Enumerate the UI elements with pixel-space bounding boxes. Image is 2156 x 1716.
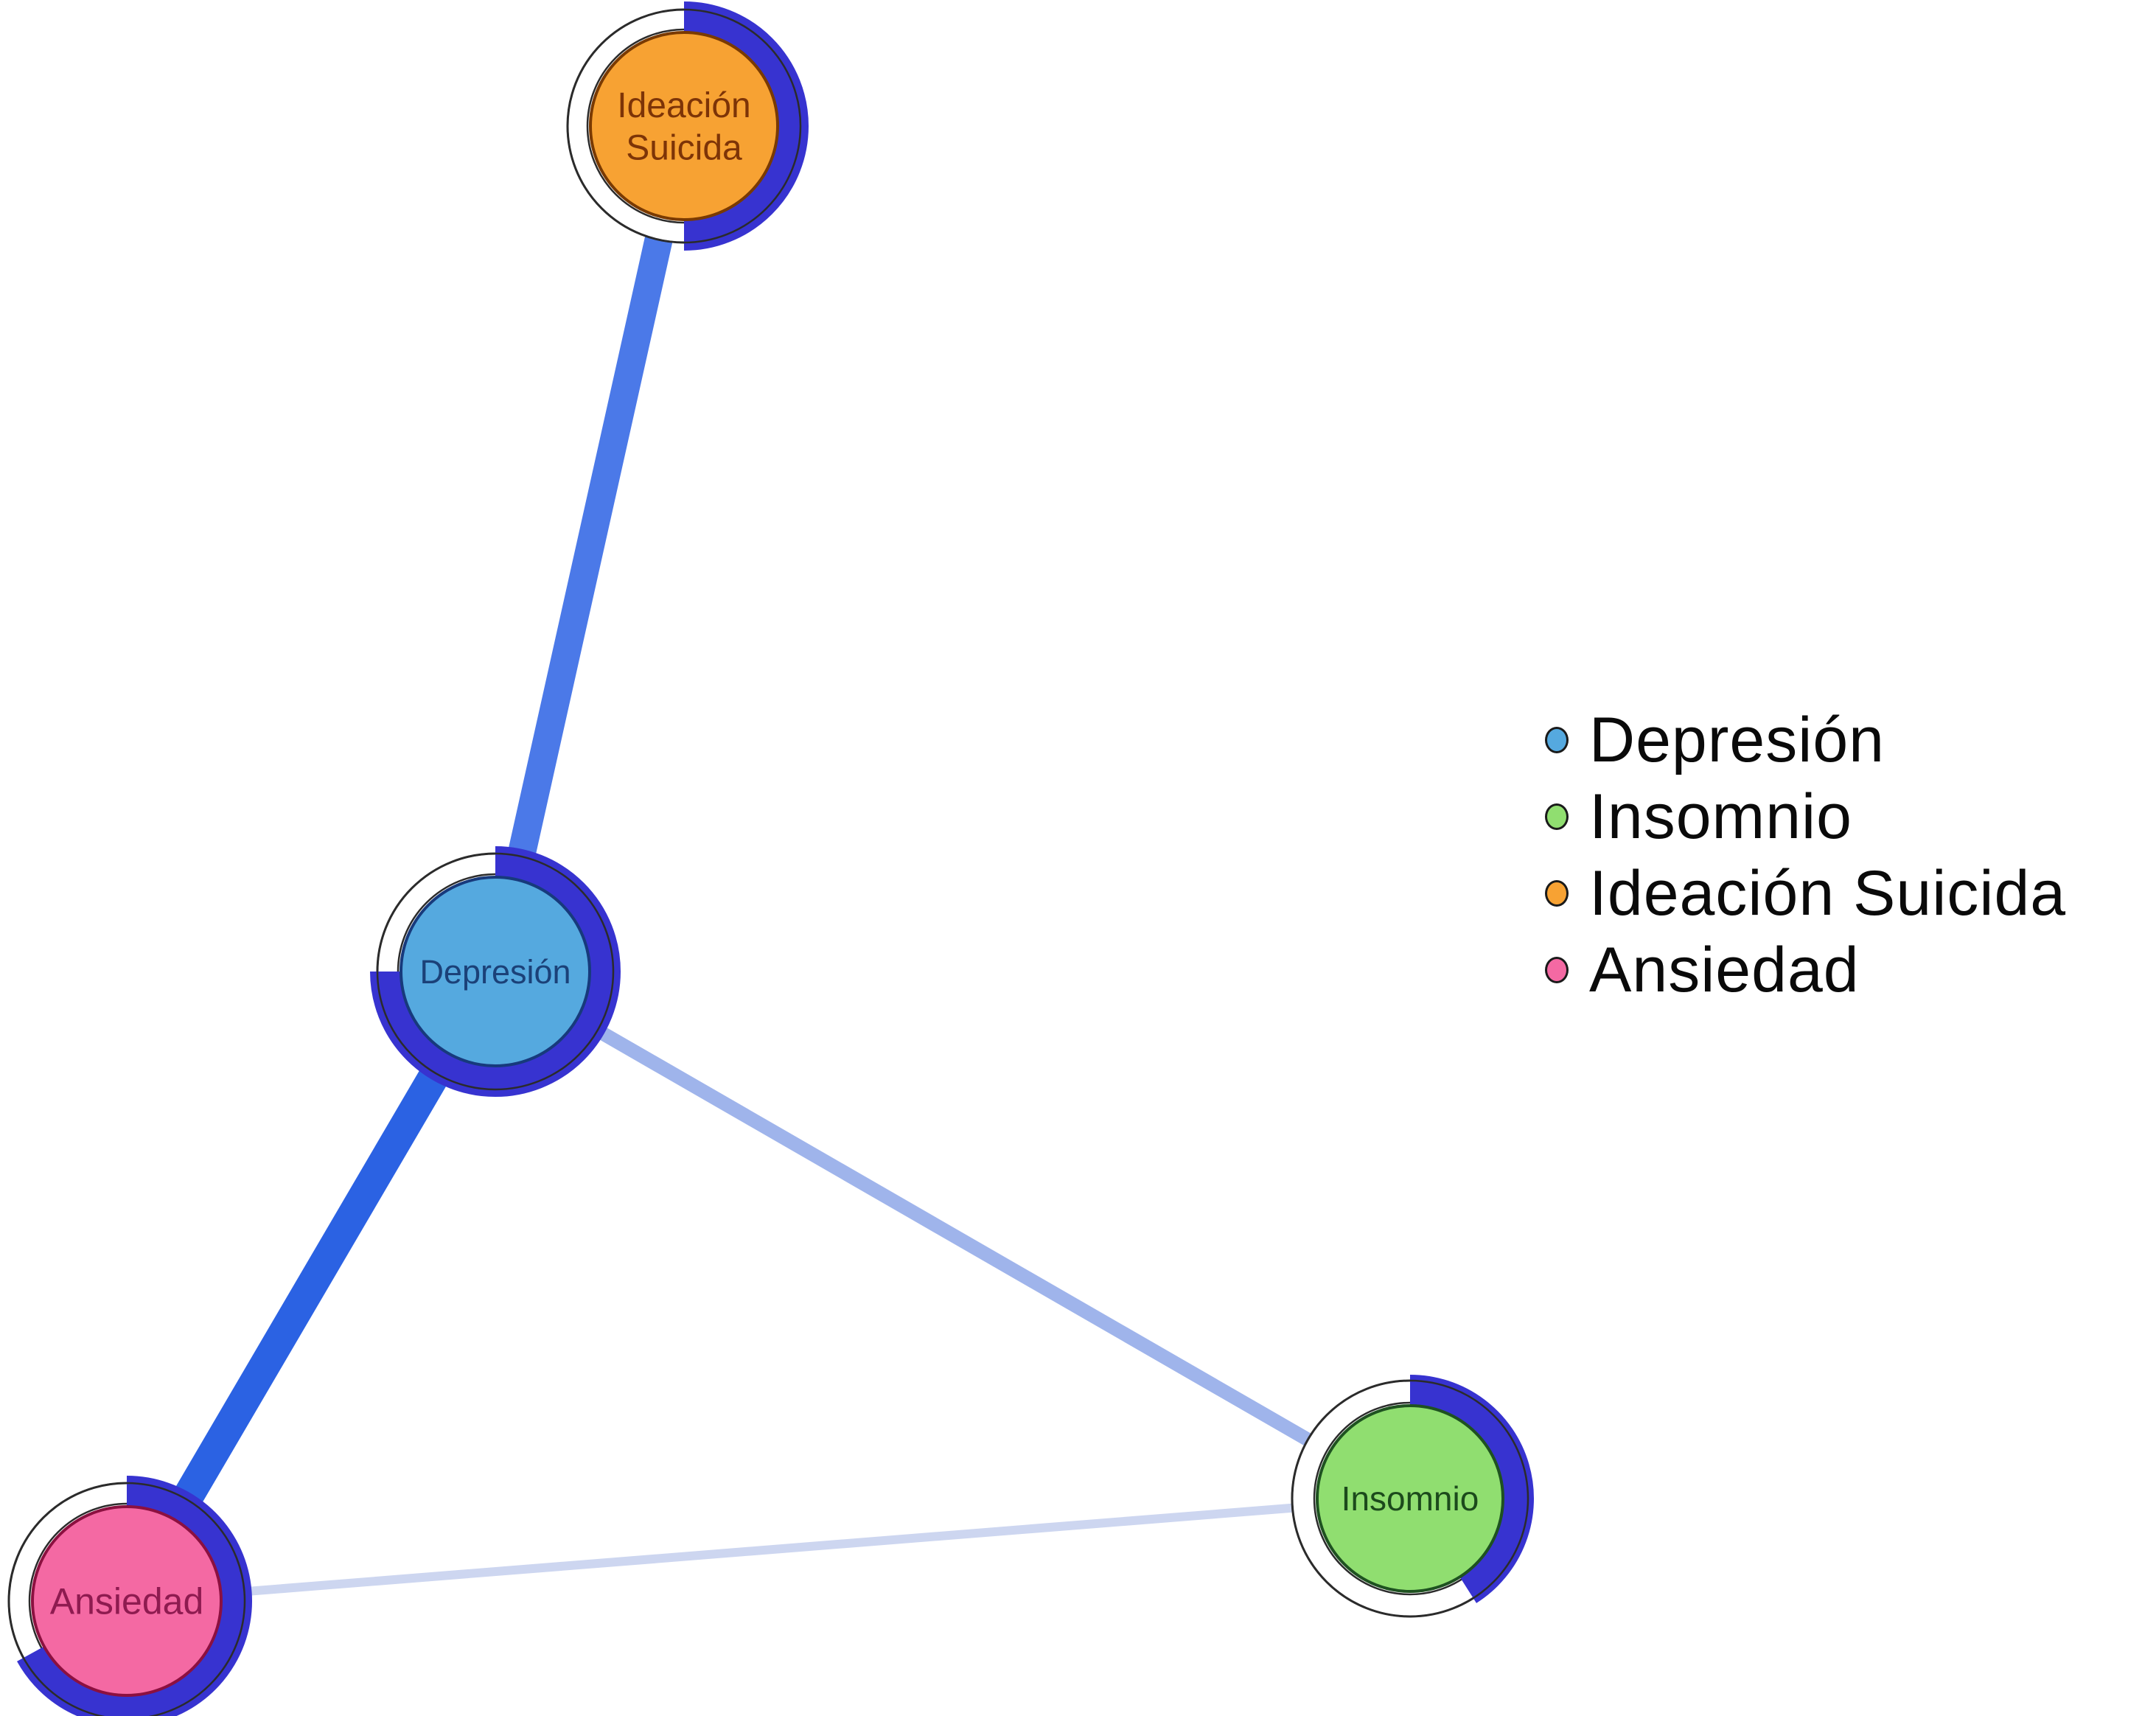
legend-swatch-ideacion-suicida <box>1545 880 1569 907</box>
legend-label-ideacion-suicida: Ideación Suicida <box>1589 858 2067 929</box>
node-ansiedad: Ansiedad <box>7 1476 252 1716</box>
node-circle <box>400 876 591 1067</box>
node-depresion: Depresión <box>370 846 621 1097</box>
edge-ideacion-suicida-depresion <box>481 122 698 975</box>
node-circle <box>31 1505 223 1697</box>
legend-swatch-insomnio <box>1545 803 1569 830</box>
node-ring-arc <box>17 1476 252 1716</box>
node-circle <box>1316 1404 1504 1593</box>
edge-depresion-insomnio <box>492 965 1414 1505</box>
legend-item-ansiedad: Ansiedad <box>1545 932 2066 1008</box>
node-insomnio: Insomnio <box>1291 1375 1534 1618</box>
edge-ansiedad-insomnio <box>126 1494 1411 1605</box>
node-ring-arc <box>683 1 809 251</box>
legend-label-ansiedad: Ansiedad <box>1589 935 1860 1005</box>
node-label: Depresión <box>419 953 571 991</box>
legend: Depresión Insomnio Ideación Suicida Ansi… <box>1545 702 2066 1008</box>
node-ring-arc <box>370 846 621 1097</box>
node-ring-outer-outline <box>566 8 802 244</box>
legend-item-depresion: Depresión <box>1545 702 2066 778</box>
legend-swatch-ansiedad <box>1545 957 1569 983</box>
node-ring-outer-outline <box>1291 1379 1529 1618</box>
node-label: Ansiedad <box>50 1581 204 1622</box>
legend-item-insomnio: Insomnio <box>1545 778 2066 855</box>
node-ring-arc <box>1409 1375 1534 1603</box>
legend-label-depresion: Depresión <box>1589 705 1885 775</box>
node-ring-outer-outline <box>7 1482 246 1716</box>
node-label: Insomnio <box>1342 1479 1479 1518</box>
legend-swatch-depresion <box>1545 727 1569 753</box>
node-ring-outer-outline <box>376 852 615 1091</box>
node-circle <box>589 31 779 221</box>
legend-label-insomnio: Insomnio <box>1589 781 1852 852</box>
legend-item-ideacion-suicida: Ideación Suicida <box>1545 855 2066 932</box>
